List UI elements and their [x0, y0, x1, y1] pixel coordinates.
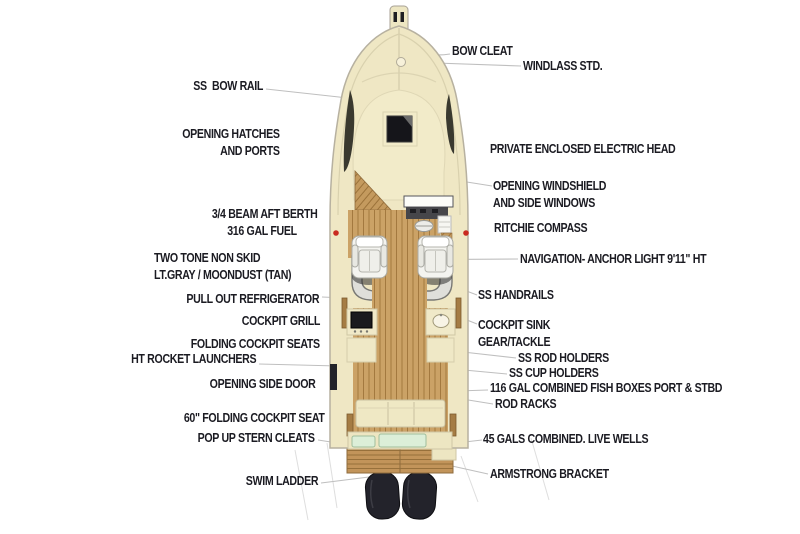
guide-lines [294, 437, 550, 521]
label-pop-up-stern-cleats: POP UP STERN CLEATS [198, 431, 315, 445]
label-two-tone-non-skid: TWO TONE NON SKID LT.GRAY / MOONDUST (TA… [154, 251, 292, 282]
label-swim-ladder: SWIM LADDER [245, 474, 319, 488]
label-pull-out-refrigerator: PULL OUT REFRIGERATOR [186, 292, 319, 306]
nav-light-starboard [463, 230, 469, 236]
side-window-port [343, 90, 355, 172]
cockpit-grill-unit [350, 311, 373, 329]
folding-seat-starboard [426, 337, 455, 363]
label-electric-head: PRIVATE ENCLOSED ELECTRIC HEAD [490, 142, 676, 156]
label-live-wells: 45 GALS COMBINED. LIVE WELLS [483, 432, 649, 446]
label-60-folding-cockpit-seat: 60" FOLDING COCKPIT SEAT [184, 411, 325, 425]
windlass [396, 57, 406, 67]
label-armstrong-bracket: ARMSTRONG BRACKET [490, 467, 609, 481]
live-well-starboard [378, 433, 427, 448]
nav-light-port [333, 230, 339, 236]
label-folding-cockpit-seats: FOLDING COCKPIT SEATS [190, 337, 320, 351]
label-windlass-std: WINDLASS STD. [523, 59, 603, 73]
bow-cleat-fitting [393, 12, 397, 22]
sink-module [425, 308, 456, 336]
helm-console [403, 195, 454, 234]
label-fish-boxes: 116 GAL COMBINED FISH BOXES PORT & STBD [490, 381, 723, 395]
label-beam-aft-berth: 3/4 BEAM AFT BERTH 316 GAL FUEL [211, 207, 318, 238]
label-opening-side-door: OPENING SIDE DOOR [209, 377, 315, 391]
side-door [330, 364, 337, 390]
label-bow-cleat: BOW CLEAT [452, 44, 513, 58]
label-ss-bow-rail: SS BOW RAIL [193, 79, 263, 93]
label-ss-handrails: SS HANDRAILS [478, 288, 554, 302]
folding-seat-port [346, 337, 377, 363]
label-ss-rod-holders: SS ROD HOLDERS [518, 351, 609, 365]
windshield [403, 195, 454, 208]
label-cockpit-sink: COCKPIT SINK GEAR/TACKLE [478, 318, 551, 349]
cabin-top [352, 89, 446, 201]
engine-port [364, 471, 401, 520]
helm-seat-starboard [417, 235, 454, 279]
helm-module [437, 215, 452, 234]
label-navigation-anchor-light: NAVIGATION- ANCHOR LIGHT 9'11" HT [520, 252, 707, 266]
label-cockpit-grill: COCKPIT GRILL [241, 314, 321, 328]
label-ht-rocket-launchers: HT ROCKET LAUNCHERS [130, 352, 257, 366]
grill-module [346, 308, 378, 336]
helm-seat-port [351, 235, 388, 279]
outboard-engines [364, 466, 438, 520]
transom [347, 431, 453, 450]
aft-bench-seat [355, 399, 446, 428]
cabin-hatch [382, 111, 418, 147]
cockpit-sink-basin [432, 314, 450, 328]
label-opening-windshield: OPENING WINDSHIELD AND SIDE WINDOWS [493, 179, 607, 210]
label-rod-racks: ROD RACKS [495, 397, 557, 411]
hardtop-posts [341, 297, 462, 437]
engine-starboard [401, 471, 438, 520]
label-ss-cup-holders: SS CUP HOLDERS [509, 366, 599, 380]
swim-platform [346, 443, 457, 474]
label-ritchie-compass: RITCHIE COMPASS [494, 221, 588, 235]
live-well-port [351, 435, 376, 448]
side-window-starboard [446, 94, 455, 154]
label-opening-hatches: OPENING HATCHES AND PORTS [182, 127, 281, 158]
